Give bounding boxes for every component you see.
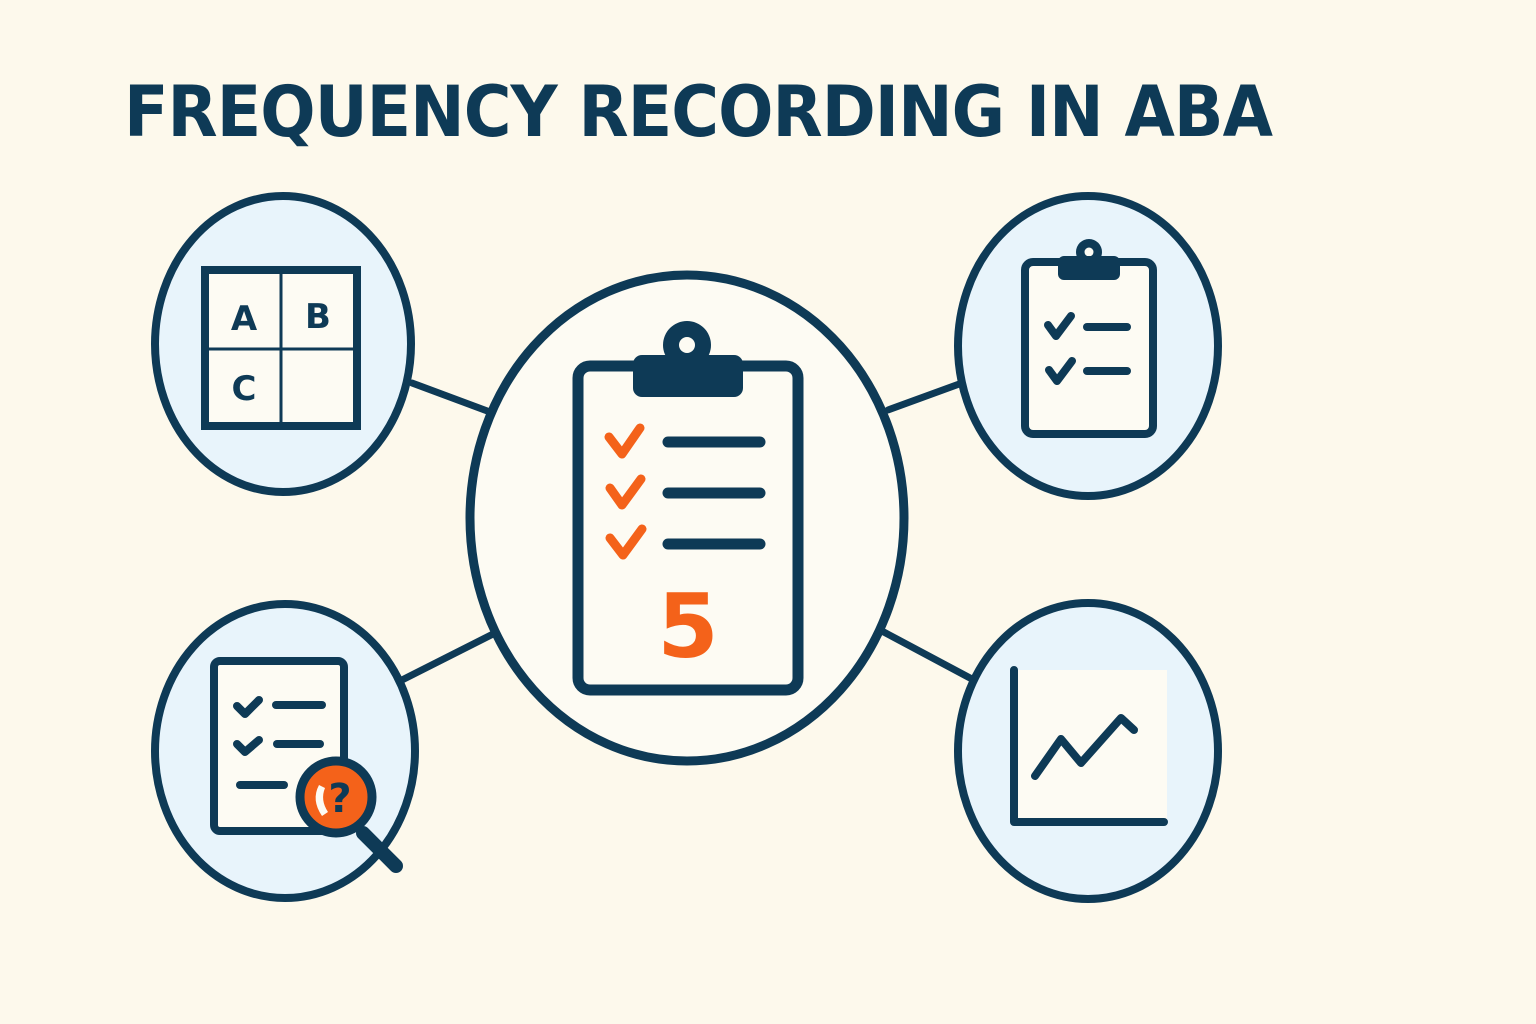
- document-search-question-icon: ?: [210, 657, 403, 873]
- clipboard-checklist-icon: [1021, 239, 1157, 438]
- grid-cell-c: C: [232, 369, 257, 409]
- node-bottom-left: ?: [151, 600, 419, 902]
- node-top-left: A B C: [151, 192, 415, 496]
- node-top-right: [954, 192, 1222, 500]
- clipboard-checklist-icon: 5: [572, 321, 804, 696]
- grid-cell-b: B: [305, 297, 331, 337]
- check-icons: [604, 423, 647, 560]
- connectors: [398, 379, 974, 684]
- page-title: FREQUENCY RECORDING IN ABA: [124, 71, 1273, 153]
- node-bottom-right: [954, 599, 1222, 903]
- line-chart-icon: [1010, 666, 1168, 826]
- connector-bottom-left: [398, 629, 499, 684]
- connector-top-right: [884, 379, 966, 414]
- connector-top-left: [408, 379, 494, 416]
- frequency-count: 5: [657, 575, 718, 678]
- node-center: 5: [465, 270, 909, 766]
- grid-cell-a: A: [231, 299, 258, 339]
- question-mark: ?: [328, 776, 351, 822]
- checklist-lines: [662, 436, 766, 550]
- abc-grid-icon: A B C: [201, 266, 361, 430]
- connector-bottom-right: [876, 626, 974, 682]
